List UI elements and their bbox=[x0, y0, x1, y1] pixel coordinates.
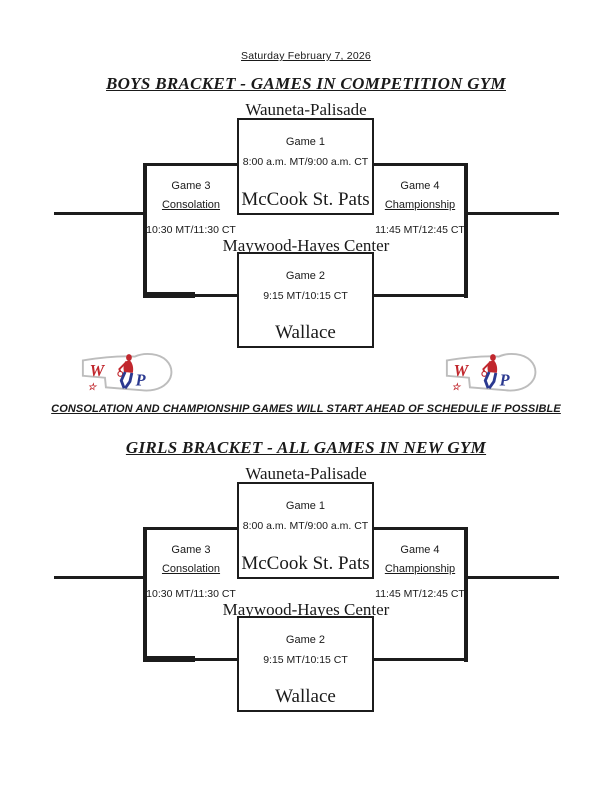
game1-time: 8:00 a.m. MT/9:00 a.m. CT bbox=[242, 156, 369, 168]
team-name-middle: Maywood-Hayes Center bbox=[222, 600, 390, 619]
game1-box: Game 1 8:00 a.m. MT/9:00 a.m. CT McCook … bbox=[237, 118, 374, 215]
wauneta-palisade-logo-icon: W P ☆ bbox=[445, 352, 537, 393]
bracket-stub-left bbox=[54, 576, 144, 579]
game4-time: 11:45 MT/12:45 CT bbox=[375, 588, 465, 600]
game1-box: Game 1 8:00 a.m. MT/9:00 a.m. CT McCook … bbox=[237, 482, 374, 579]
player-leg-left bbox=[483, 371, 491, 389]
game2-box: Game 2 9:15 MT/10:15 CT Wallace bbox=[237, 616, 374, 712]
boys-bracket: BOYS BRACKET - GAMES IN COMPETITION GYM … bbox=[0, 0, 612, 352]
player-leg-right bbox=[487, 372, 498, 390]
player-torso bbox=[487, 360, 498, 373]
logo-letter-w: W bbox=[454, 361, 470, 380]
team-name-game1-bottom: McCook St. Pats bbox=[241, 553, 370, 574]
bracket-line-bottom-right bbox=[372, 294, 467, 297]
game2-label: Game 2 bbox=[285, 634, 326, 646]
player-head bbox=[126, 354, 132, 362]
game4-name: Championship bbox=[384, 563, 456, 575]
game3-label: Game 3 bbox=[171, 544, 211, 556]
bracket-line-top-right bbox=[372, 527, 466, 530]
game3-time: 10:30 MT/11:30 CT bbox=[146, 588, 236, 600]
girls-bracket: GIRLS BRACKET - ALL GAMES IN NEW GYM Wau… bbox=[0, 364, 612, 716]
game4-time: 11:45 MT/12:45 CT bbox=[375, 224, 465, 236]
bracket-stub-left bbox=[54, 212, 144, 215]
game3-column: Game 3 Consolation 10:30 MT/11:30 CT bbox=[143, 180, 239, 236]
bracket-line-vertical-right bbox=[464, 163, 468, 298]
bracket-line-bottom-left-thick bbox=[143, 656, 195, 662]
team-name-top: Wauneta-Palisade bbox=[245, 100, 367, 119]
bracket-title: GIRLS BRACKET - ALL GAMES IN NEW GYM bbox=[125, 438, 487, 457]
bracket-line-top-left bbox=[145, 527, 239, 530]
logo-letter-w: W bbox=[90, 361, 106, 380]
bracket-line-top-left bbox=[145, 163, 239, 166]
player-leg-left bbox=[119, 371, 127, 389]
logo-letter-p: P bbox=[499, 370, 511, 389]
school-logo-left: W P ☆ bbox=[80, 348, 176, 394]
game3-label: Game 3 bbox=[171, 180, 211, 192]
game2-label: Game 2 bbox=[285, 270, 326, 282]
team-name-top: Wauneta-Palisade bbox=[245, 464, 367, 483]
bracket-line-vertical-right bbox=[464, 527, 468, 662]
game1-time: 8:00 a.m. MT/9:00 a.m. CT bbox=[242, 520, 369, 532]
game1-label: Game 1 bbox=[285, 136, 326, 148]
bracket-title: BOYS BRACKET - GAMES IN COMPETITION GYM bbox=[106, 74, 506, 93]
team-name-game2-bottom: Wallace bbox=[275, 322, 336, 343]
bracket-line-bottom-left-thick bbox=[143, 292, 195, 298]
game4-label: Game 4 bbox=[400, 180, 440, 192]
game2-time: 9:15 MT/10:15 CT bbox=[263, 654, 348, 666]
logo-letter-p: P bbox=[135, 370, 147, 389]
bracket-stub-right bbox=[467, 576, 559, 579]
bracket-line-vertical-left bbox=[143, 527, 147, 662]
bracket-line-vertical-left bbox=[143, 163, 147, 298]
star-icon: ☆ bbox=[452, 382, 462, 393]
game4-column: Game 4 Championship 11:45 MT/12:45 CT bbox=[372, 180, 468, 236]
game2-time: 9:15 MT/10:15 CT bbox=[263, 290, 348, 302]
star-icon: ☆ bbox=[88, 382, 98, 393]
game4-column: Game 4 Championship 11:45 MT/12:45 CT bbox=[372, 544, 468, 600]
game2-box: Game 2 9:15 MT/10:15 CT Wallace bbox=[237, 252, 374, 348]
school-logo-right: W P ☆ bbox=[444, 348, 540, 394]
game4-name: Championship bbox=[384, 199, 456, 211]
game3-time: 10:30 MT/11:30 CT bbox=[146, 224, 236, 236]
player-torso bbox=[123, 360, 134, 373]
game3-name: Consolation bbox=[161, 199, 221, 211]
player-leg-right bbox=[123, 372, 134, 390]
game3-column: Game 3 Consolation 10:30 MT/11:30 CT bbox=[143, 544, 239, 600]
date-heading: Saturday February 7, 2026 bbox=[241, 50, 371, 62]
bracket-line-bottom-right bbox=[372, 658, 467, 661]
game1-label: Game 1 bbox=[285, 500, 326, 512]
bracket-line-top-right bbox=[372, 163, 466, 166]
team-name-game2-bottom: Wallace bbox=[275, 686, 336, 707]
team-name-game1-bottom: McCook St. Pats bbox=[241, 189, 370, 210]
game4-label: Game 4 bbox=[400, 544, 440, 556]
wauneta-palisade-logo-icon: W P ☆ bbox=[81, 352, 173, 393]
schedule-note: CONSOLATION AND CHAMPIONSHIP GAMES WILL … bbox=[51, 403, 561, 415]
team-name-middle: Maywood-Hayes Center bbox=[222, 236, 390, 255]
game3-name: Consolation bbox=[161, 563, 221, 575]
bracket-stub-right bbox=[467, 212, 559, 215]
player-head bbox=[490, 354, 496, 362]
